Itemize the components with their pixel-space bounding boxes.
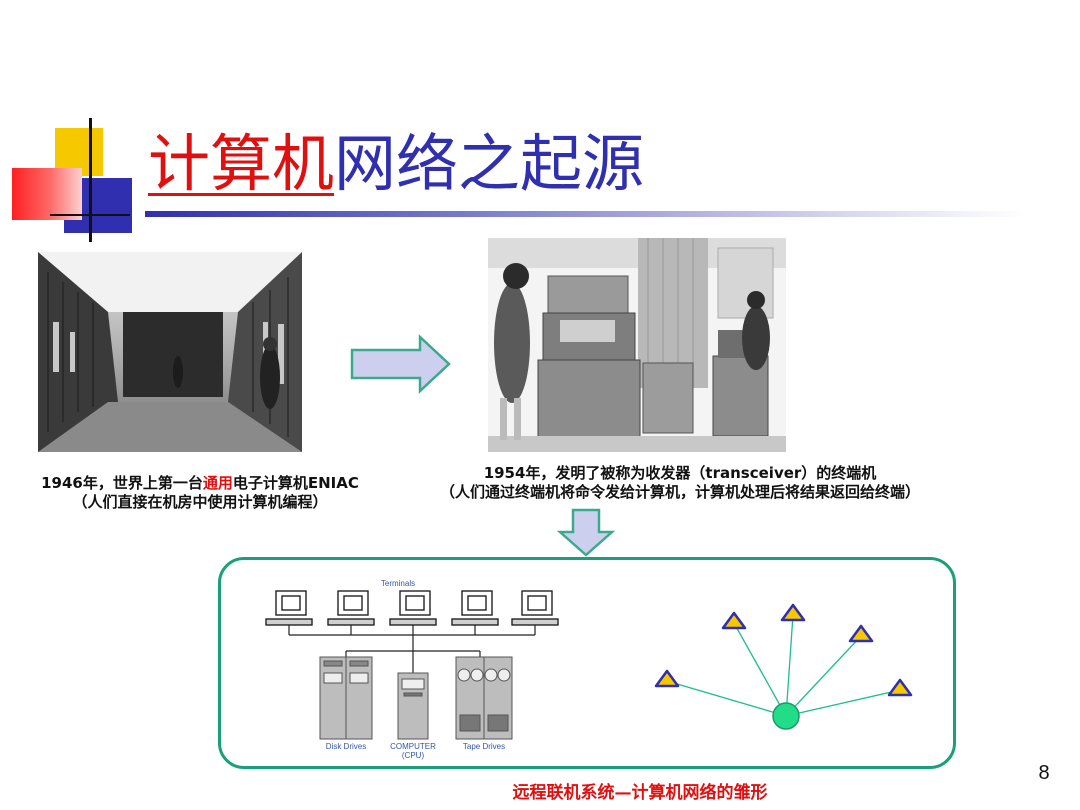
eniac-caption-highlight: 通用 — [202, 474, 233, 492]
link-line — [785, 614, 794, 717]
link-line — [785, 689, 901, 717]
terminal-node-triangle-icon — [780, 603, 806, 622]
link-line — [733, 622, 787, 717]
terminals-label: Terminals — [381, 579, 415, 588]
disk-drives-label: Disk Drives — [326, 742, 366, 751]
slide-title-rest: 网络之起源 — [334, 127, 645, 200]
page-number: 8 — [1038, 762, 1050, 784]
terminal-caption-line1: 1954年，发明了被称为收发器（transceiver）的终端机 — [483, 464, 877, 482]
eniac-caption-part2: 电子计算机ENIAC — [232, 474, 359, 492]
down-arrow — [557, 508, 615, 557]
terminal-node-triangle-icon — [654, 669, 680, 688]
computer-cpu-icon — [397, 672, 429, 740]
eniac-caption-part1: 1946年，世界上第一台 — [41, 474, 203, 492]
eniac-photo — [38, 252, 302, 452]
remote-system-box — [218, 557, 956, 769]
footer-caption: 远程联机系统—计算机网络的雏形 — [512, 783, 768, 803]
computer-label: COMPUTER — [390, 742, 436, 751]
terminal-icon — [511, 590, 559, 626]
eniac-caption-line1: 1946年，世界上第一台通用电子计算机ENIAC — [0, 474, 400, 493]
eniac-caption: 1946年，世界上第一台通用电子计算机ENIAC （人们直接在机房中使用计算机编… — [0, 474, 400, 512]
slide-title: 计算机网络之起源 — [148, 124, 644, 204]
link-line — [785, 635, 862, 717]
terminals-diagram: Terminals Disk Drives — [265, 579, 559, 760]
host-node-circle-icon — [772, 702, 800, 730]
title-rule — [145, 211, 1025, 217]
disk-drives-icon — [319, 656, 373, 740]
slide-title-highlight: 计算机 — [148, 127, 335, 200]
tape-drives-icon — [455, 656, 513, 740]
link-line — [666, 680, 787, 717]
cpu-label: (CPU) — [402, 751, 425, 760]
terminal-icon — [265, 590, 313, 626]
terminal-icon — [451, 590, 499, 626]
terminal-node-triangle-icon — [887, 678, 913, 697]
tape-drives-label: Tape Drives — [463, 742, 505, 751]
eniac-caption-line2: （人们直接在机房中使用计算机编程） — [72, 493, 328, 511]
terminal-photo — [488, 238, 786, 452]
terminal-caption-line2: （人们通过终端机将命令发给计算机，计算机处理后将结果返回给终端） — [439, 483, 920, 501]
title-deco-vertical-line — [89, 118, 92, 242]
terminal-node-triangle-icon — [848, 624, 874, 643]
terminal-icon — [389, 590, 437, 626]
star-network-diagram — [654, 603, 913, 730]
title-deco-red-square — [12, 168, 82, 220]
terminal-icon — [327, 590, 375, 626]
terminal-caption: 1954年，发明了被称为收发器（transceiver）的终端机 （人们通过终端… — [380, 464, 980, 502]
right-arrow — [350, 334, 451, 394]
title-deco-horizontal-line — [50, 214, 130, 216]
terminal-node-triangle-icon — [721, 611, 747, 630]
